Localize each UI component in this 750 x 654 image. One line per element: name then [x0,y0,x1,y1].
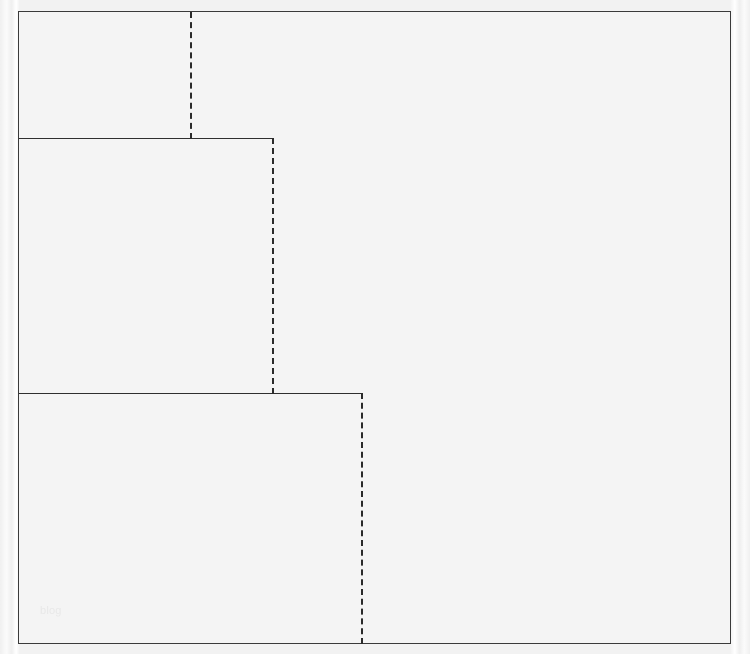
watermark-label: blog [40,605,62,617]
vertical-guide-3 [361,393,363,644]
diagram-canvas: blog [19,12,730,644]
vertical-guide-2 [272,138,274,394]
vertical-guide-1 [190,12,192,139]
horizontal-rule-1 [19,138,273,139]
canvas-frame: blog [18,11,731,644]
horizontal-rule-2 [19,393,361,394]
